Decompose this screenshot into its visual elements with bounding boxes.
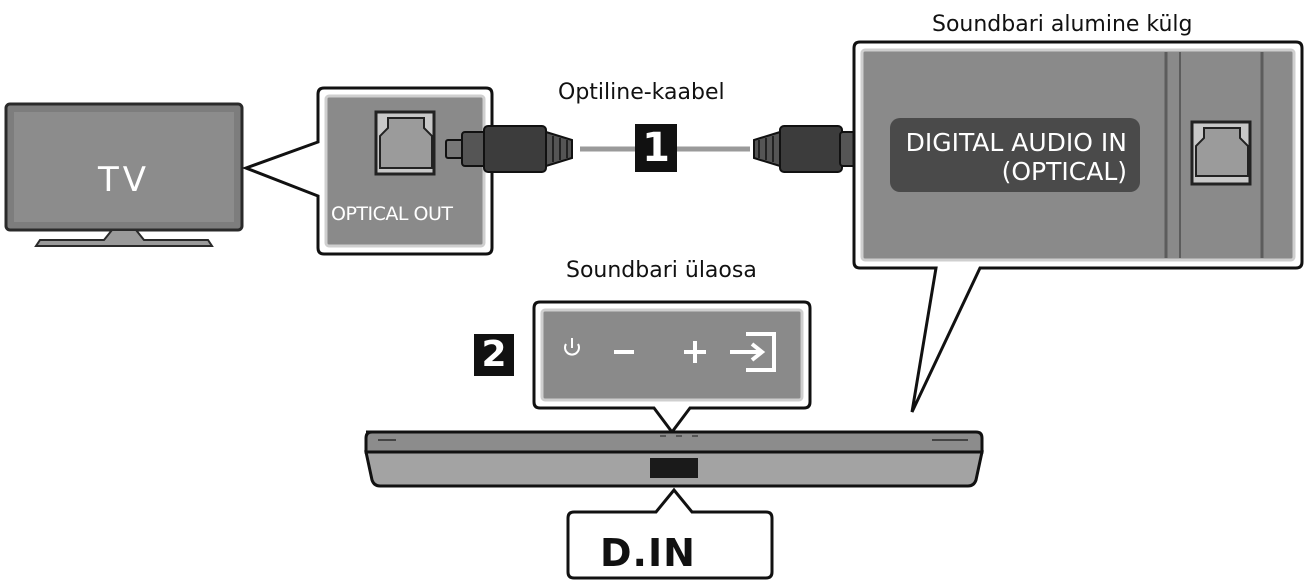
tv-label: TV [98,160,151,200]
digital-audio-in-line2: (OPTICAL) [1001,157,1127,186]
step-2-badge [474,334,514,376]
step-1-number: 1 [642,125,670,171]
step-1-badge [635,124,677,172]
digital-audio-in-label: DIGITAL AUDIO IN (OPTICAL) [903,128,1127,186]
power-icon [564,338,580,356]
source-input-icon [730,332,776,372]
plus-icon [684,341,706,363]
soundbar-bottom-side-label: Soundbari alumine külg [932,12,1193,37]
optical-out-label: OPTICAL OUT [331,203,453,225]
digital-audio-in-line1: DIGITAL AUDIO IN [905,128,1127,157]
display-text: D.IN [600,531,696,575]
tv-illustration [4,102,244,247]
soundbar-top-label: Soundbari ülaosa [566,258,757,283]
control-panel-callout [532,300,812,435]
soundbar-display [650,458,698,478]
optical-out-port-icon [374,110,436,176]
digital-audio-in-port-icon [1190,120,1252,186]
soundbar-bottom-callout [852,40,1304,413]
optical-cable-label: Optiline-kaabel [558,80,725,105]
optical-cable [445,125,881,173]
optical-out-callout [241,86,494,256]
soundbar-illustration [364,430,984,488]
step-2-number: 2 [481,334,507,375]
display-callout [566,487,774,580]
